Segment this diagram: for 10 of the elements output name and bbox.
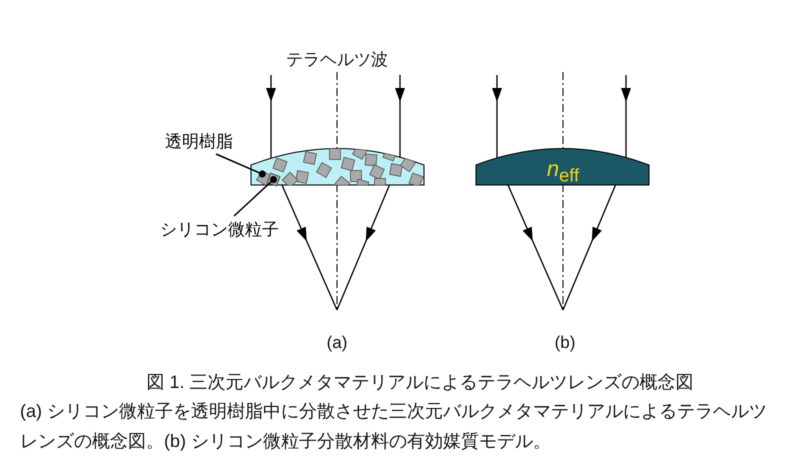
- figure-title: 図 1. 三次元バルクメタマテリアルによるテラヘルツレンズの概念図: [146, 371, 694, 394]
- panel-label: (a): [326, 333, 348, 353]
- wave-label: テラヘルツ波: [286, 49, 388, 71]
- part-label: 透明樹脂: [165, 130, 233, 153]
- leader-line: [216, 153, 266, 178]
- leader-line: [234, 176, 277, 217]
- panel-label: (b): [554, 333, 576, 353]
- part-label: シリコン微粒子: [160, 218, 279, 241]
- figure-caption: (a) シリコン微粒子を透明樹脂中に分散させた三次元バルクメタマテリアルによるテラヘルツレンズの概念図。(b) シリコン微粒子分散材料の有効媒質モデル。: [20, 400, 768, 453]
- refractive-index-label: n$_{eff}$: [546, 156, 580, 186]
